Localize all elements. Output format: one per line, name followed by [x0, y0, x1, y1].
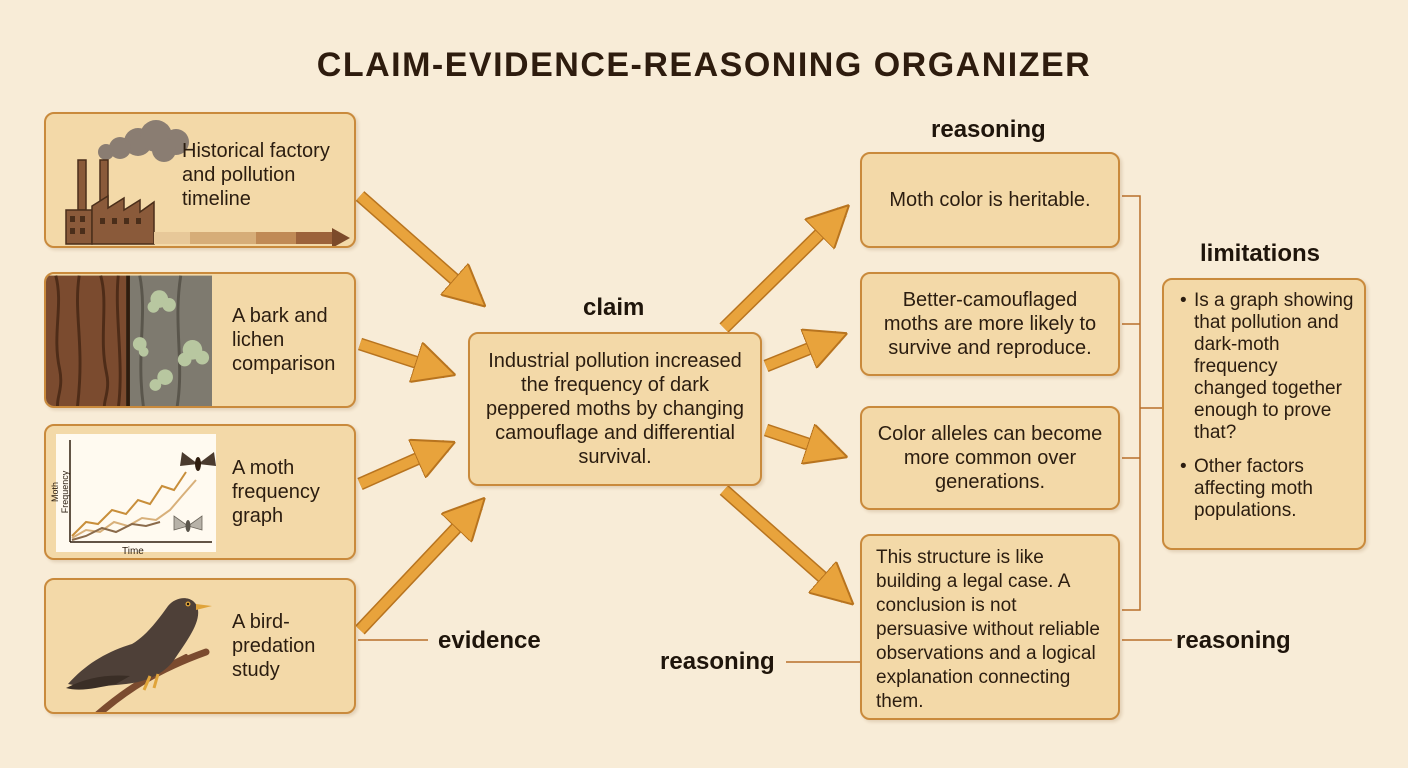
reasoning-text: This structure is like building a legal … [876, 547, 1100, 712]
evidence-box-graph: Moth Frequency Time A moth frequency gra… [44, 424, 356, 560]
reasoning-text: Better-camouflaged moths are more likely… [883, 289, 1097, 359]
reasoning-bracket [1122, 195, 1162, 611]
reasoning-label-right: reasoning [1176, 627, 1291, 654]
page-title: CLAIM-EVIDENCE-REASONING ORGANIZER [316, 46, 1092, 84]
evidence-box-factory: Historical factory and pollution timelin… [44, 112, 356, 248]
arrow-reasoning-1 [720, 212, 842, 332]
arrow-evidence-3 [357, 446, 446, 489]
limitations-list: Is a graph showing that pollution and da… [1176, 290, 1354, 522]
graph-y-label: Moth Frequency [50, 470, 70, 514]
bark-lichen-icon [46, 275, 212, 406]
limitations-label: limitations [1200, 240, 1321, 267]
evidence-box-bird: A bird-predation study [44, 578, 356, 714]
reasoning-text: Moth color is heritable. [889, 189, 1091, 211]
arrow-evidence-4 [356, 505, 478, 634]
evidence-text: A bird-predation study [232, 611, 316, 681]
reasoning-label-top: reasoning [931, 116, 1046, 143]
reasoning-box-4: This structure is like building a legal … [860, 534, 1120, 720]
evidence-text: A moth frequency graph [232, 457, 320, 527]
arrow-evidence-2 [358, 339, 446, 372]
limitations-box: Is a graph showing that pollution and da… [1162, 278, 1366, 550]
arrow-reasoning-2 [764, 337, 838, 371]
reasoning-text: Color alleles can become more common ove… [877, 423, 1103, 493]
limitation-item: Other factors affecting moth populations… [1176, 456, 1354, 522]
evidence-box-bark: A bark and lichen comparison [44, 272, 356, 408]
evidence-label: evidence [438, 627, 541, 654]
light-moth-icon [173, 515, 203, 532]
limitation-item: Is a graph showing that pollution and da… [1176, 290, 1354, 444]
reasoning-box-1: Moth color is heritable. [860, 152, 1120, 248]
reasoning-box-2: Better-camouflaged moths are more likely… [860, 272, 1120, 376]
arrow-reasoning-3 [764, 430, 838, 454]
graph-x-label: Time [122, 546, 144, 557]
claim-text: Industrial pollution increased the frequ… [486, 350, 744, 468]
dark-moth-icon [180, 452, 216, 471]
moth-graph-icon [56, 434, 216, 552]
bird-icon [66, 598, 212, 712]
factory-icon [65, 120, 216, 245]
claim-label: claim [583, 294, 645, 321]
claim-box: Industrial pollution increased the frequ… [468, 332, 762, 486]
evidence-text: A bark and lichen comparison [232, 305, 336, 375]
evidence-text: Historical factory and pollution timelin… [182, 139, 330, 210]
reasoning-label-bottom: reasoning [660, 648, 775, 675]
reasoning-box-3: Color alleles can become more common ove… [860, 406, 1120, 510]
timeline-arrow-icon [216, 228, 350, 246]
arrow-reasoning-4 [720, 486, 846, 598]
arrow-evidence-1 [356, 192, 478, 300]
